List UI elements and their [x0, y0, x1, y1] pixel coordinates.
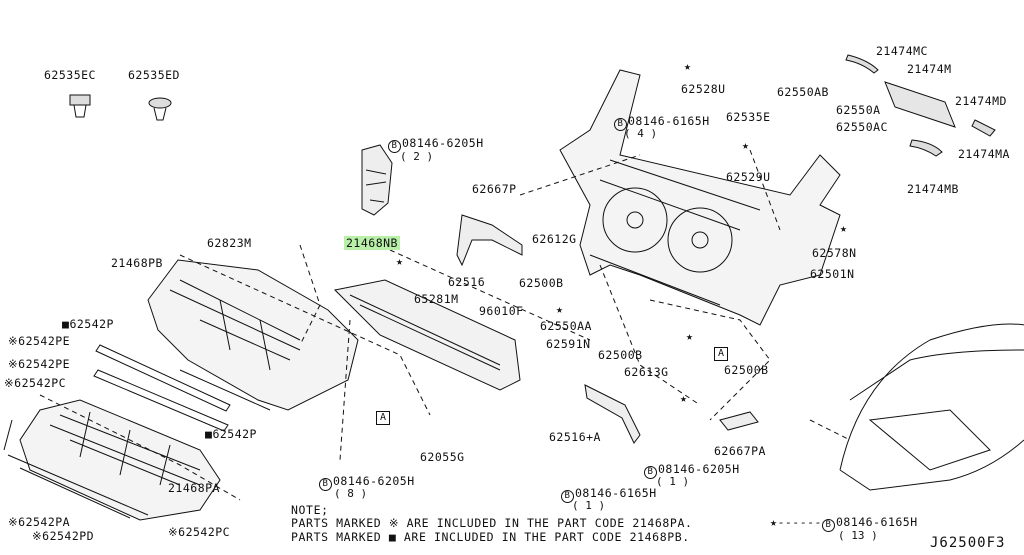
label-62550ac[interactable]: 62550AC — [836, 120, 888, 134]
label-62591n[interactable]: 62591N — [546, 337, 591, 351]
label-62550a[interactable]: 62550A — [836, 103, 881, 117]
star-icon: ★ — [770, 515, 778, 529]
asterisk-mark-icon: ※ — [8, 357, 19, 371]
star-icon: ★ — [684, 59, 692, 73]
ref-a-box-2: A — [714, 347, 728, 361]
label-21474md[interactable]: 21474MD — [955, 94, 1007, 108]
label-65281m[interactable]: 65281M — [414, 292, 459, 306]
label-21474ma[interactable]: 21474MA — [958, 147, 1010, 161]
label-21474mb[interactable]: 21474MB — [907, 182, 959, 196]
qty-08146-6205h-1: ( 1 ) — [656, 475, 690, 488]
label-62542pd[interactable]: ※62542PD — [32, 529, 95, 543]
star-icon: ★ — [396, 254, 404, 268]
bolt-b-icon: B — [319, 478, 332, 491]
clip-62535ec — [69, 94, 91, 118]
label-62535e[interactable]: 62535E — [726, 110, 771, 124]
asterisk-mark-icon: ※ — [4, 376, 15, 390]
label-62612g[interactable]: 62612G — [532, 232, 577, 246]
star-icon: ★ — [742, 138, 750, 152]
label-62542pe-b[interactable]: ※62542PE — [8, 357, 71, 371]
asterisk-mark-icon: ※ — [168, 525, 179, 539]
label-62667p[interactable]: 62667P — [472, 182, 517, 196]
clip-62535ed — [148, 97, 172, 121]
label-21474m[interactable]: 21474M — [907, 62, 952, 76]
notes-heading: NOTE; — [291, 503, 329, 517]
label-62500b-b[interactable]: 62500B — [598, 348, 643, 362]
star-icon: ★ — [840, 221, 848, 235]
part-21468pb-shape — [147, 259, 359, 411]
qty-08146-6165h-1: ( 1 ) — [572, 499, 606, 512]
label-62528u[interactable]: 62528U — [681, 82, 726, 96]
bolt-b-icon: B — [614, 118, 627, 131]
asterisk-mark-icon: ※ — [8, 515, 19, 529]
asterisk-mark-icon: ※ — [8, 334, 19, 348]
label-62500b-a[interactable]: 62500B — [519, 276, 564, 290]
label-62542pc-a[interactable]: ※62542PC — [4, 376, 67, 390]
label-62613g[interactable]: 62613G — [624, 365, 669, 379]
bolt-b-icon: B — [561, 490, 574, 503]
label-62516a[interactable]: 62516+A — [549, 430, 601, 444]
label-62578n[interactable]: 62578N — [812, 246, 857, 260]
notes-line-2: PARTS MARKED ■ ARE INCLUDED IN THE PART … — [291, 530, 690, 544]
label-62550aa[interactable]: 62550AA — [540, 319, 592, 333]
label-21468nb[interactable]: 21468NB — [344, 236, 400, 250]
bolt-b-icon: B — [821, 519, 835, 532]
label-62535ed[interactable]: 62535ED — [128, 68, 180, 82]
label-62542pe-a[interactable]: ※62542PE — [8, 334, 71, 348]
part-65281m-shape — [333, 279, 521, 391]
diagram-code: J62500F3 — [930, 535, 1006, 551]
qty-08146-6205h-8: ( 8 ) — [334, 487, 368, 500]
ref-a-box-1: A — [376, 411, 390, 425]
asterisk-mark-icon: ※ — [388, 516, 400, 530]
star-icon: ★ — [680, 391, 688, 405]
square-bullet-icon: ■ — [388, 530, 397, 544]
star-icon: ★ — [686, 329, 694, 343]
legend-star-qty: ( 13 ) — [838, 529, 878, 542]
label-62501n[interactable]: 62501N — [810, 267, 855, 281]
radiator-support-shape — [559, 69, 841, 326]
label-62542pa[interactable]: ※62542PA — [8, 515, 71, 529]
bolt-b-icon: B — [644, 466, 657, 479]
label-96010f[interactable]: 96010F — [479, 304, 524, 318]
label-21474mc[interactable]: 21474MC — [876, 44, 928, 58]
asterisk-mark-icon: ※ — [32, 529, 43, 543]
notes-line-1: PARTS MARKED ※ ARE INCLUDED IN THE PART … — [291, 516, 693, 530]
label-62823m[interactable]: 62823M — [207, 236, 252, 250]
bolt-b-icon: B — [388, 140, 401, 153]
label-62529u[interactable]: 62529U — [726, 170, 771, 184]
square-bullet-icon: ■ — [205, 427, 213, 441]
label-62500b-c[interactable]: 62500B — [724, 363, 769, 377]
label-62550ab[interactable]: 62550AB — [777, 85, 829, 99]
label-62542pc-b[interactable]: ※62542PC — [168, 525, 231, 539]
qty-08146-6205h-2: ( 2 ) — [400, 150, 434, 163]
label-21468pa[interactable]: 21468PA — [168, 481, 220, 495]
label-62542p-a[interactable]: ■62542P — [62, 317, 114, 331]
label-21468pb[interactable]: 21468PB — [111, 256, 163, 270]
label-62542p-b[interactable]: ■62542P — [205, 427, 257, 441]
label-62667pa[interactable]: 62667PA — [714, 444, 766, 458]
qty-08146-6165h-4: ( 4 ) — [624, 127, 658, 140]
part-21468nb-shape — [361, 144, 393, 216]
label-62535ec[interactable]: 62535EC — [44, 68, 96, 82]
label-62516[interactable]: 62516 — [448, 275, 486, 289]
square-bullet-icon: ■ — [62, 317, 70, 331]
label-62055g[interactable]: 62055G — [420, 450, 465, 464]
star-icon: ★ — [556, 302, 564, 316]
